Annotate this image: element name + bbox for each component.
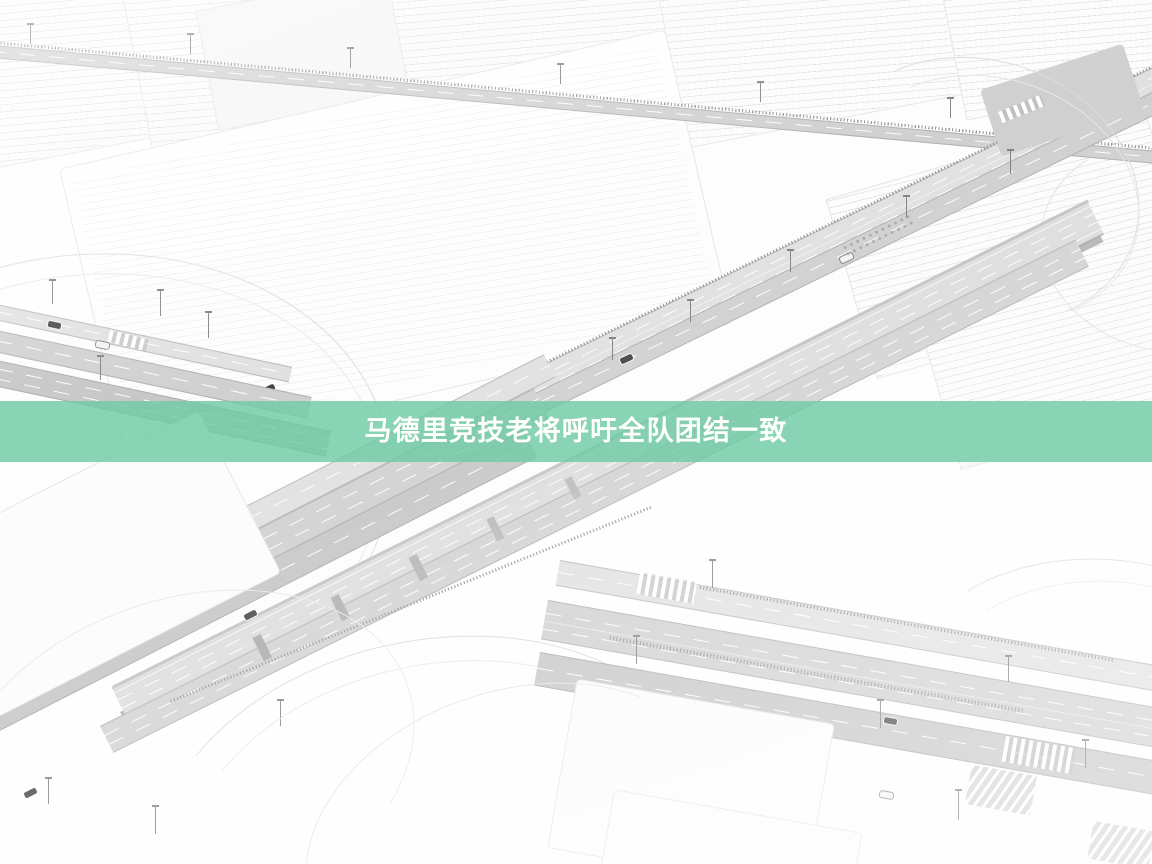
light-pole — [346, 47, 356, 68]
light-pole — [186, 33, 196, 54]
light-pole — [608, 337, 618, 360]
light-pole — [756, 81, 766, 102]
light-pole — [556, 63, 566, 84]
light-pole — [632, 635, 642, 664]
light-pole — [686, 299, 696, 322]
caption-banner: 马德里竞技老将呼吁全队团结一致 — [0, 401, 1152, 462]
light-pole — [1006, 149, 1016, 174]
light-pole — [876, 699, 886, 728]
caption-banner-tint — [0, 401, 1152, 462]
light-pole — [786, 249, 796, 272]
vehicle — [879, 790, 894, 800]
light-pole — [708, 559, 718, 588]
ramp-loop-right-inner — [907, 556, 1152, 864]
light-pole — [26, 23, 36, 44]
caption-title: 马德里竞技老将呼吁全队团结一致 — [364, 416, 788, 447]
